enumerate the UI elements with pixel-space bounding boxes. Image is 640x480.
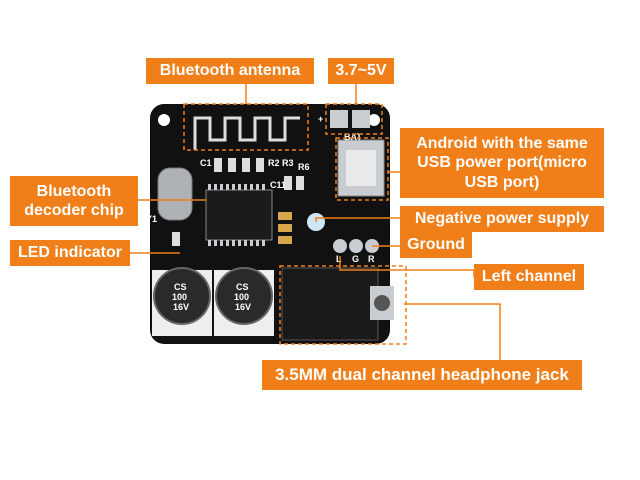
mount-hole <box>368 114 380 126</box>
silk-l: L <box>336 254 342 264</box>
bat-pin-minus <box>352 110 370 128</box>
silk-y1: Y1 <box>146 214 157 224</box>
pad-l <box>333 239 347 253</box>
label-text: Bluetooth <box>36 182 112 200</box>
silk-plus: + <box>318 114 323 124</box>
silk-c1: C1 <box>200 158 212 168</box>
silk-r3: R3 <box>282 158 294 168</box>
antenna-trace <box>193 116 300 150</box>
voltage-highlight <box>325 103 383 135</box>
smd-components <box>172 158 304 246</box>
label-negative-power: Negative power supply <box>400 206 604 232</box>
label-text: Negative power supply <box>414 210 590 228</box>
label-text: decoder chip <box>24 202 124 219</box>
silk-cap1-mid: 100 <box>172 292 187 302</box>
silk-g: G <box>352 254 359 264</box>
mount-hole <box>158 114 170 126</box>
crystal-oscillator <box>157 167 193 221</box>
chip-pins <box>208 184 265 246</box>
silk-r2: R2 <box>268 158 280 168</box>
label-ground: Ground <box>400 232 472 258</box>
silk-c11: C11 <box>270 180 286 190</box>
label-text: Android with the same <box>416 135 588 153</box>
silk-cap1-top: CS <box>174 282 187 292</box>
silk-cap1-bot: 16V <box>173 302 189 312</box>
silk-cap2-bot: 16V <box>235 302 251 312</box>
electrolytic-capacitor-2 <box>215 267 273 325</box>
jack-hole <box>374 295 390 311</box>
headphone-jack <box>281 267 379 341</box>
electrolytic-capacitor-1 <box>153 267 211 325</box>
label-voltage: 3.7~5V <box>328 58 394 84</box>
usb-highlight <box>335 137 389 201</box>
leader-jack <box>404 303 501 360</box>
silk-cap2-mid: 100 <box>234 292 249 302</box>
label-text: Left channel <box>481 268 577 286</box>
label-decoder-chip: Bluetooth decoder chip <box>10 176 138 226</box>
pad-g <box>349 239 363 253</box>
silk-r6: R6 <box>298 162 310 172</box>
silk-cap2-top: CS <box>236 282 249 292</box>
silk-bat: BAT <box>344 132 362 142</box>
bat-pin-plus <box>330 110 348 128</box>
label-headphone-jack: 3.5MM dual channel headphone jack <box>262 360 582 390</box>
label-bluetooth-antenna: Bluetooth antenna <box>146 58 314 84</box>
silk-r: R <box>368 254 375 264</box>
label-led-indicator: LED indicator <box>10 240 130 266</box>
label-left-channel: Left channel <box>474 264 584 290</box>
label-text: LED indicator <box>17 244 122 262</box>
label-usb-port: Android with the same USB power port(mic… <box>400 128 604 198</box>
leader-neg <box>315 217 400 222</box>
jack-highlight <box>279 265 407 345</box>
label-text: 3.7~5V <box>335 62 387 80</box>
label-text: USB port) <box>464 173 540 191</box>
label-text: Ground <box>407 236 465 254</box>
label-text: 3.5MM dual channel headphone jack <box>275 364 569 384</box>
usb-inner <box>346 150 376 186</box>
silk-minus: – <box>374 114 379 124</box>
antenna-highlight <box>183 103 309 151</box>
label-text: Bluetooth antenna <box>159 62 301 80</box>
label-text: USB power port(micro <box>417 154 587 172</box>
decoder-chip <box>205 189 273 241</box>
